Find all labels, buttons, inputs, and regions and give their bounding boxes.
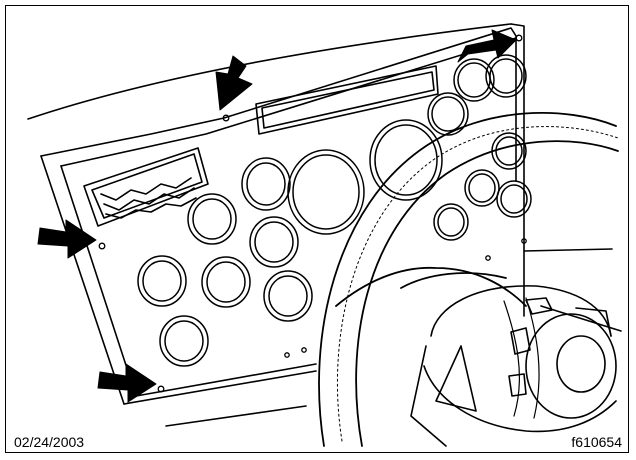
panel-left-edge xyxy=(40,155,125,405)
dash-right-edge xyxy=(510,23,525,317)
figure-date: 02/24/2003 xyxy=(14,434,85,450)
arrow-top-right xyxy=(457,29,517,63)
steering-wheel xyxy=(318,111,619,447)
arrow-bottom-left xyxy=(97,363,157,403)
figure-frame xyxy=(5,5,629,453)
panel-inner-top xyxy=(60,37,517,167)
panel-top-edge xyxy=(40,27,517,182)
fastener-screw-icon xyxy=(98,34,527,393)
panel-bottom-edge xyxy=(123,370,317,405)
right-dash-line-1 xyxy=(523,248,613,252)
dash-top-edge xyxy=(27,23,512,120)
gauge-group xyxy=(137,54,532,367)
air-vent xyxy=(83,147,209,227)
display-strip xyxy=(255,65,439,135)
figure-id: f610654 xyxy=(571,434,622,450)
callout-arrow-icon xyxy=(37,29,517,403)
dashboard-illustration xyxy=(27,23,622,447)
steering-column xyxy=(410,285,617,447)
panel-inner-bottom xyxy=(135,363,317,397)
display-strip-inner xyxy=(261,71,435,129)
lower-dash-line xyxy=(165,405,307,427)
arrow-left xyxy=(37,219,97,259)
right-dash-line-2 xyxy=(540,305,622,332)
arrow-top-center xyxy=(215,55,253,111)
panel-inner-left xyxy=(60,165,137,397)
